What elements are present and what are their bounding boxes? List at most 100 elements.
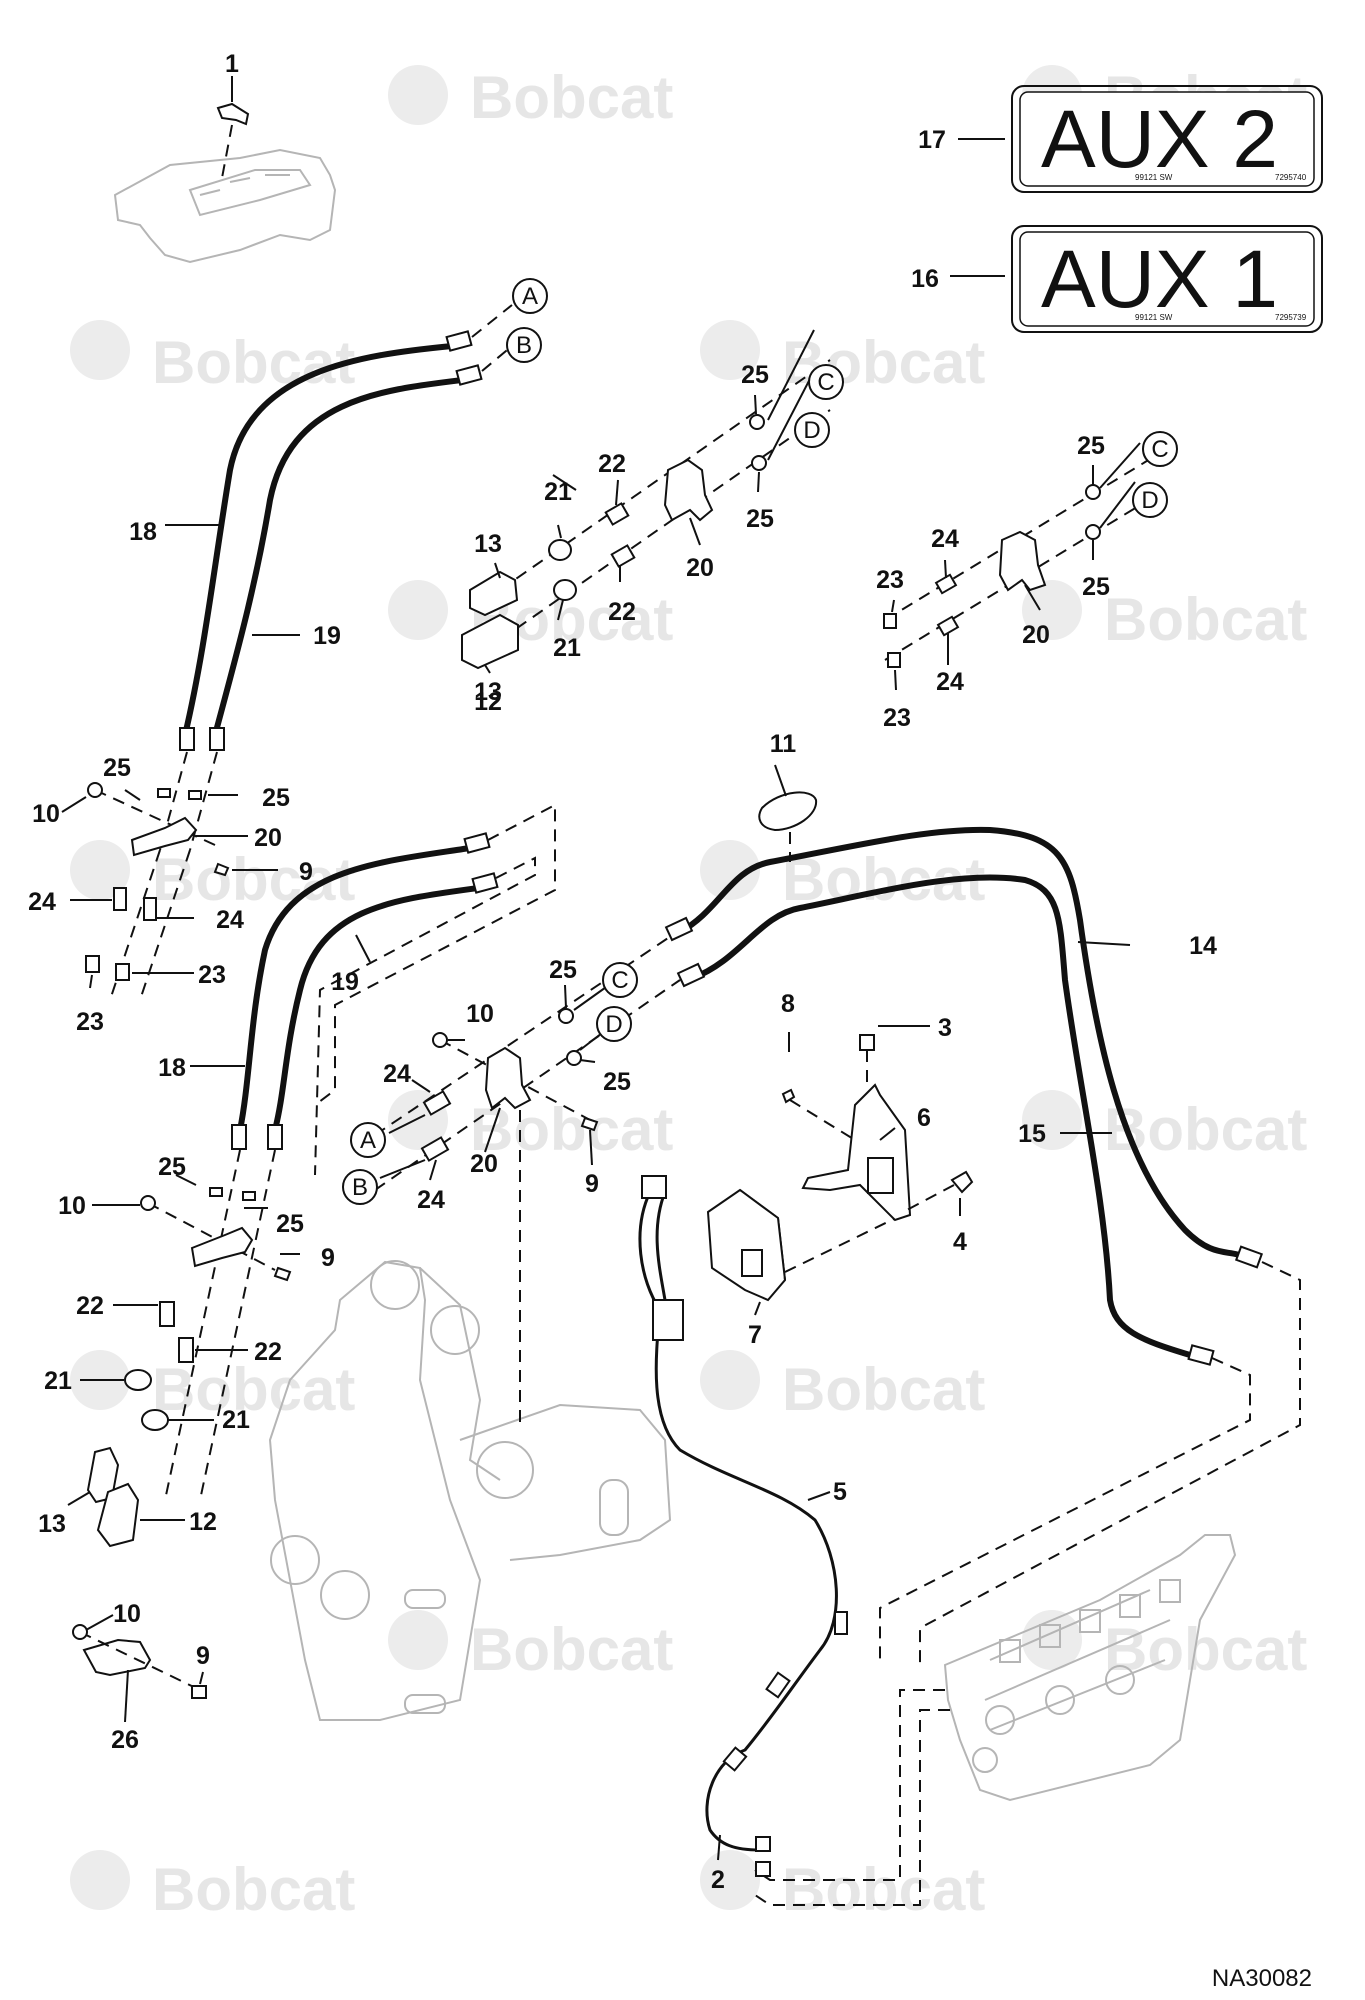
svg-text:Bobcat: Bobcat bbox=[152, 329, 355, 396]
callout-16: 16 bbox=[911, 265, 939, 293]
callout-23-right-top: 23 bbox=[876, 566, 904, 594]
callout-25-right-top: 25 bbox=[1077, 432, 1105, 460]
connector-b-lower: B bbox=[342, 1169, 378, 1205]
item-26-bracket bbox=[72, 1624, 207, 1699]
callout-21-upper-top: 21 bbox=[544, 478, 572, 506]
callout-12-upper-visible: 12 bbox=[474, 688, 502, 716]
svg-text:Bobcat: Bobcat bbox=[152, 1856, 355, 1923]
callout-9-bottom: 9 bbox=[196, 1642, 210, 1670]
svg-text:Bobcat: Bobcat bbox=[782, 1856, 985, 1923]
callout-20-upper-center: 20 bbox=[686, 554, 714, 582]
watermark-6: Bobcat bbox=[1022, 580, 1307, 653]
watermark-1: Bobcat bbox=[388, 64, 673, 131]
callout-25-upper-center-bottom: 25 bbox=[746, 505, 774, 533]
svg-text:7295740: 7295740 bbox=[1275, 173, 1307, 182]
callout-23-ul: 23 bbox=[76, 1008, 104, 1036]
callout-21-ll: 21 bbox=[44, 1367, 72, 1395]
svg-text:Bobcat: Bobcat bbox=[470, 1096, 673, 1163]
item-1-cover-panel bbox=[113, 102, 337, 264]
connector-d-upper-center: D bbox=[794, 412, 830, 448]
callout-21-lr: 21 bbox=[222, 1406, 250, 1434]
decal-aux-2-text: AUX 2 bbox=[1041, 94, 1278, 185]
svg-text:D: D bbox=[1141, 487, 1158, 514]
connector-d-right: D bbox=[1132, 482, 1168, 518]
watermark-10: Bobcat bbox=[1022, 1090, 1307, 1163]
callout-24-lower-center-top: 24 bbox=[383, 1060, 411, 1088]
callout-4: 4 bbox=[953, 1228, 967, 1256]
long-hose-assembly bbox=[664, 791, 1301, 1665]
svg-text:C: C bbox=[817, 369, 834, 396]
callout-5: 5 bbox=[833, 1478, 847, 1506]
watermark-7: Bobcat bbox=[70, 840, 355, 913]
callout-10-upper: 10 bbox=[32, 800, 60, 828]
connector-c-upper-center: C bbox=[808, 364, 844, 400]
svg-text:Bobcat: Bobcat bbox=[782, 1356, 985, 1423]
callout-23-right-bottom: 23 bbox=[883, 704, 911, 732]
callout-labels: 1 17 16 18 19 25 10 25 20 9 24 24 23 23 … bbox=[28, 50, 1217, 1894]
svg-text:D: D bbox=[605, 1011, 622, 1038]
svg-text:Bobcat: Bobcat bbox=[470, 64, 673, 131]
connector-a-upper: A bbox=[512, 278, 548, 314]
callout-24-ur: 24 bbox=[216, 906, 244, 934]
callout-8: 8 bbox=[781, 990, 795, 1018]
callout-11: 11 bbox=[770, 730, 797, 758]
callout-20-upper-left: 20 bbox=[254, 824, 282, 852]
watermark-3: Bobcat bbox=[70, 320, 355, 396]
watermark-layer: Bobcat Bobcat Bobcat Bobcat Bobcat Bobca… bbox=[70, 64, 1307, 1923]
callout-20-right: 20 bbox=[1022, 621, 1050, 649]
watermark-13: Bobcat bbox=[388, 1610, 673, 1683]
callout-17: 17 bbox=[918, 126, 946, 154]
callout-1: 1 bbox=[225, 50, 239, 78]
callout-25-ll: 25 bbox=[158, 1153, 186, 1181]
ghost-arm bbox=[268, 1260, 672, 1721]
callout-24-right-bottom: 24 bbox=[936, 668, 964, 696]
callout-10-bottom: 10 bbox=[113, 1600, 141, 1628]
callout-12-lower: 12 bbox=[189, 1508, 217, 1536]
callout-14: 14 bbox=[1189, 932, 1217, 960]
callout-6: 6 bbox=[917, 1104, 931, 1132]
svg-text:Bobcat: Bobcat bbox=[470, 1616, 673, 1683]
watermark-12: Bobcat bbox=[700, 1350, 985, 1423]
callout-25-ur: 25 bbox=[262, 784, 290, 812]
watermark-11: Bobcat bbox=[70, 1350, 355, 1423]
svg-text:D: D bbox=[803, 417, 820, 444]
watermark-16: Bobcat bbox=[700, 1850, 985, 1923]
connector-markers: A B C D C D C D A B bbox=[342, 278, 1178, 1205]
callout-22-upper-top: 22 bbox=[598, 450, 626, 478]
callout-9-lower-left: 9 bbox=[321, 1244, 335, 1272]
callout-23-ur: 23 bbox=[198, 961, 226, 989]
upper-center-fittings bbox=[461, 359, 831, 670]
svg-text:A: A bbox=[360, 1127, 376, 1154]
connector-a-lower: A bbox=[350, 1122, 386, 1158]
callout-24-lower-center-bottom: 24 bbox=[417, 1186, 445, 1214]
upper-hose-assembly bbox=[85, 304, 513, 1001]
callout-25-lower-center-top: 25 bbox=[549, 956, 577, 984]
callout-18-upper: 18 bbox=[129, 518, 157, 546]
callout-9-lower-center: 9 bbox=[585, 1170, 599, 1198]
right-fittings-group bbox=[883, 449, 1166, 668]
callout-25-lr: 25 bbox=[276, 1210, 304, 1238]
svg-text:Bobcat: Bobcat bbox=[1104, 586, 1307, 653]
callout-25-upper-center-top: 25 bbox=[741, 361, 769, 389]
decal-aux-1: AUX 1 99121 SW 7295739 bbox=[1011, 225, 1323, 333]
callout-25-lower-center-bottom: 25 bbox=[603, 1068, 631, 1096]
svg-text:Bobcat: Bobcat bbox=[152, 846, 355, 913]
callout-2: 2 bbox=[711, 1866, 725, 1894]
callout-22-ll: 22 bbox=[76, 1292, 104, 1320]
callout-7: 7 bbox=[748, 1321, 762, 1349]
svg-text:A: A bbox=[522, 283, 538, 310]
callout-19-lower: 19 bbox=[331, 968, 359, 996]
watermark-9: Bobcat bbox=[388, 1090, 673, 1163]
svg-text:B: B bbox=[516, 332, 532, 359]
decal-aux-2: AUX 2 99121 SW 7295740 bbox=[1011, 85, 1323, 193]
svg-text:C: C bbox=[611, 967, 628, 994]
watermark-15: Bobcat bbox=[70, 1850, 355, 1923]
callout-22-lr: 22 bbox=[254, 1338, 282, 1366]
callout-21-upper-bottom: 21 bbox=[553, 634, 581, 662]
connector-c-lower: C bbox=[602, 962, 638, 998]
document-id: NA30082 bbox=[1212, 1965, 1312, 1992]
watermark-14: Bobcat bbox=[1022, 1610, 1307, 1683]
callout-20-lower-center: 20 bbox=[470, 1150, 498, 1178]
